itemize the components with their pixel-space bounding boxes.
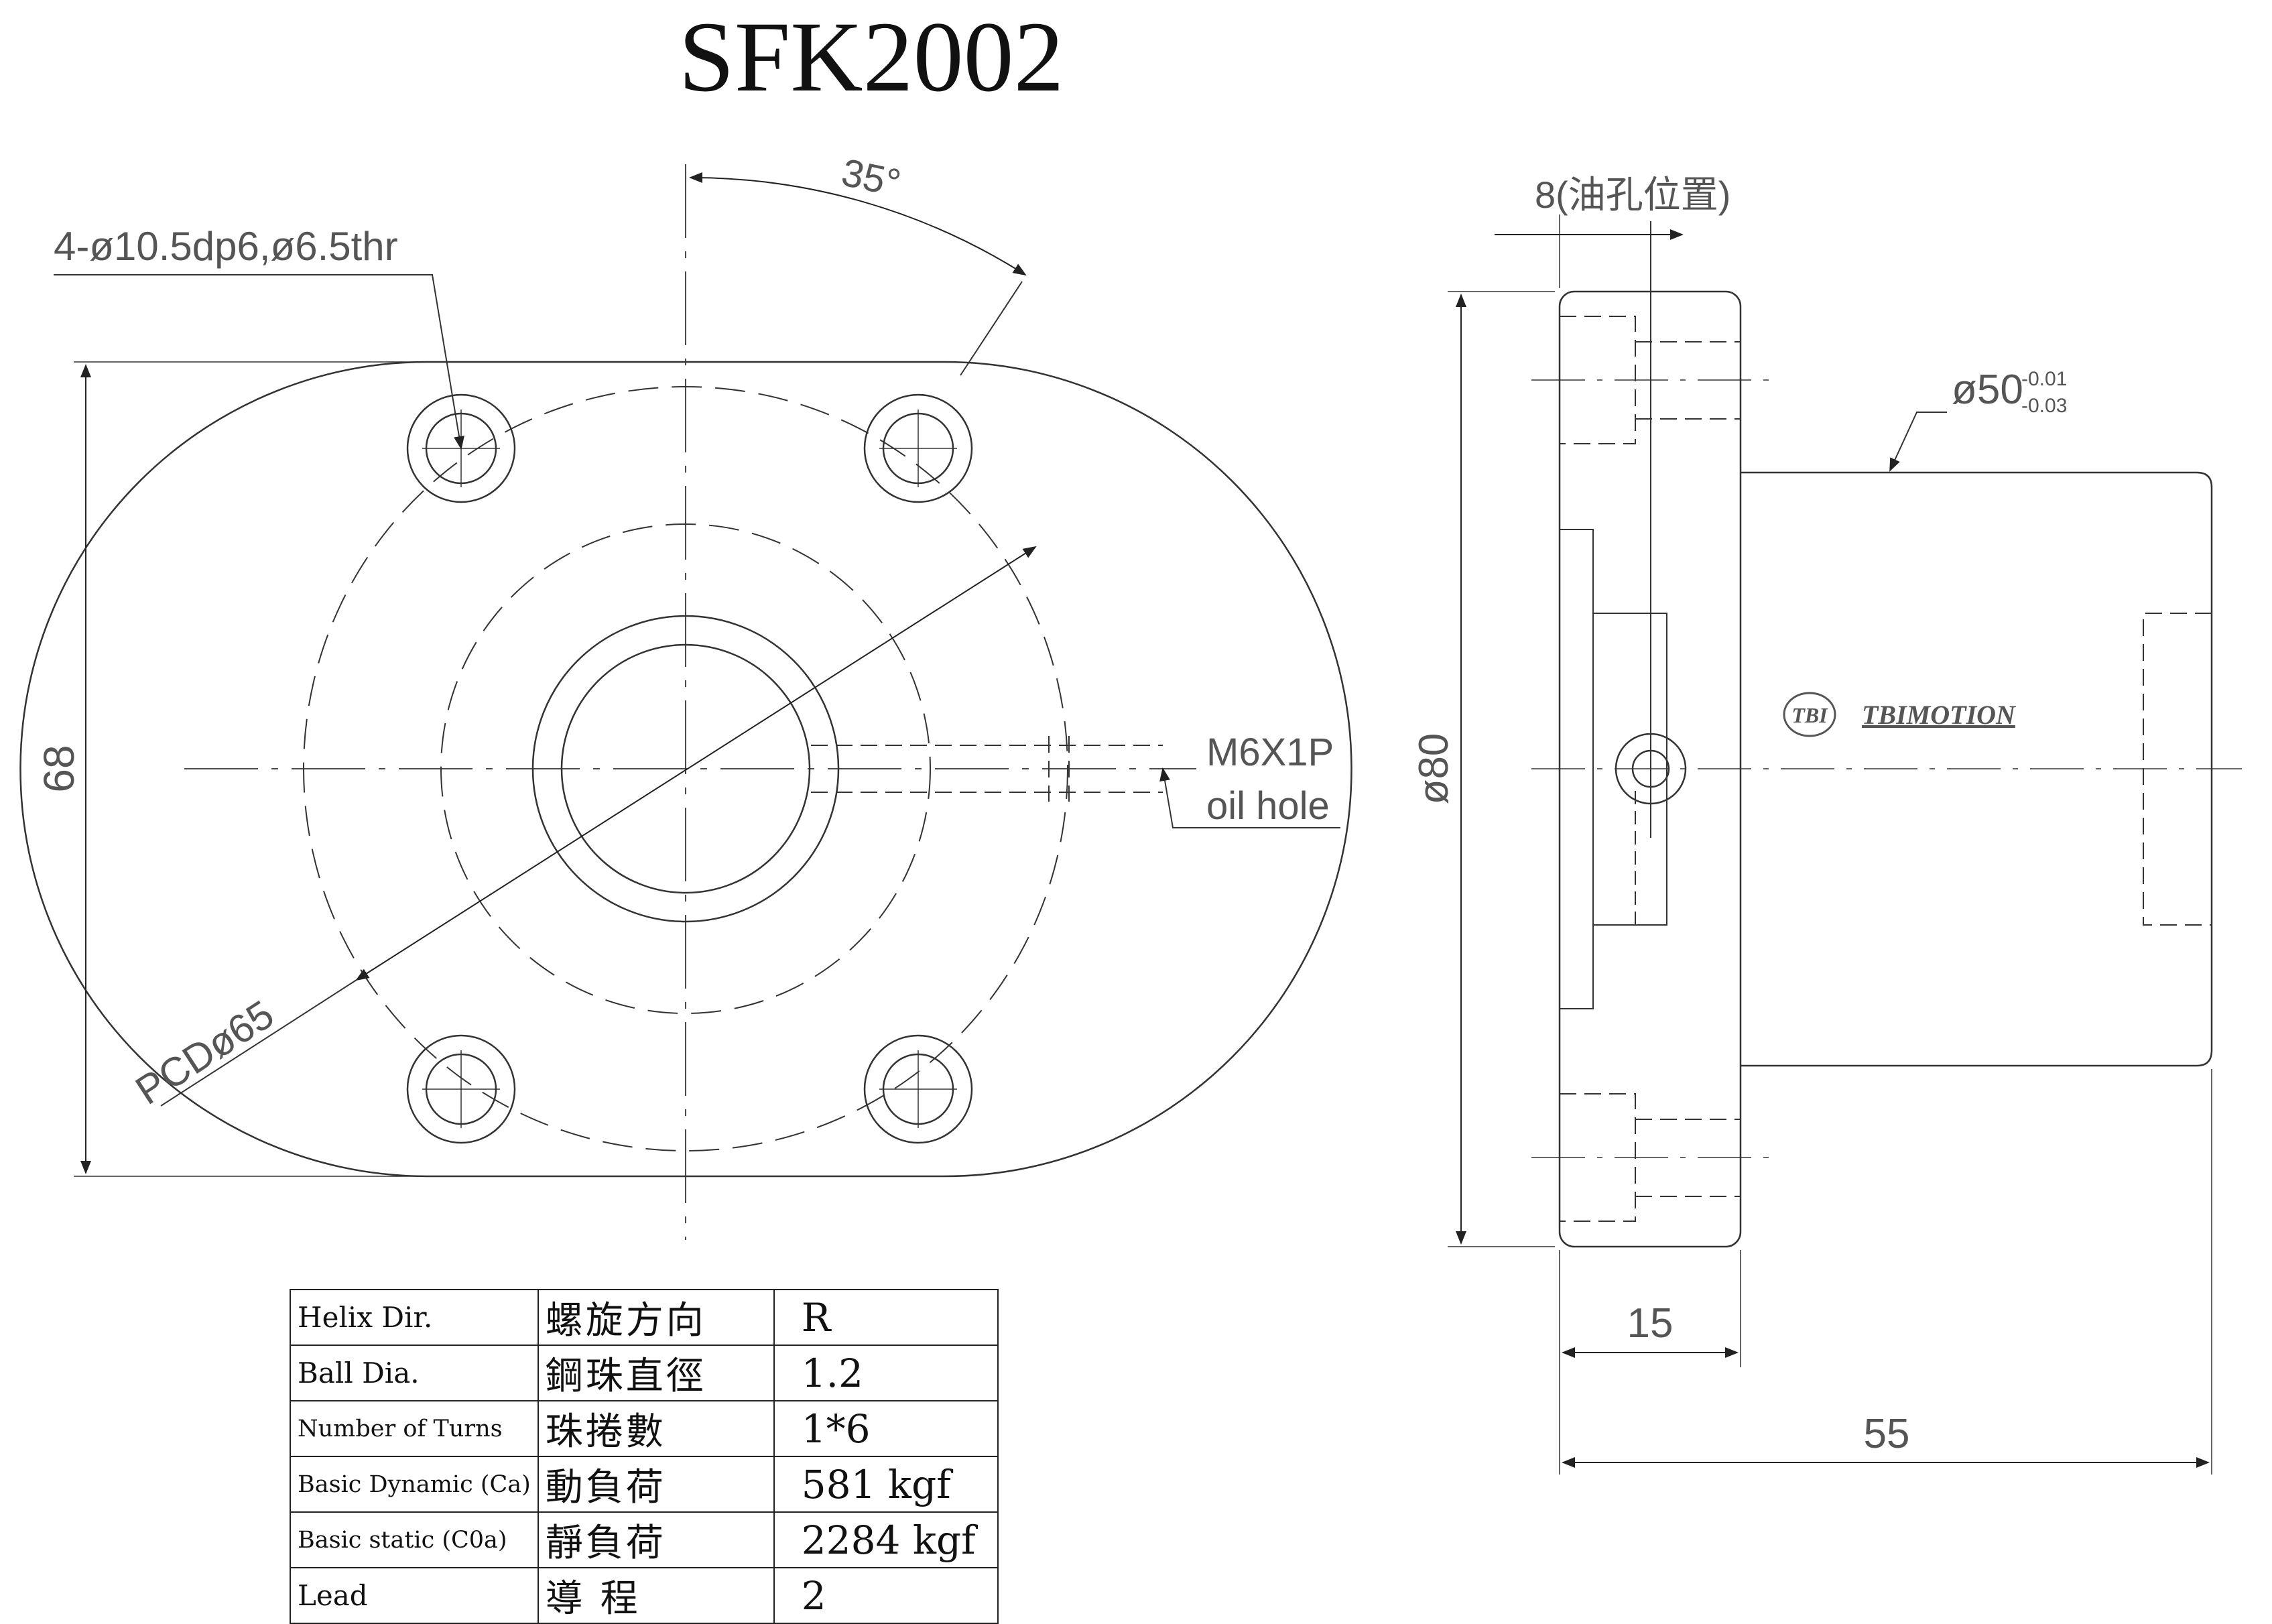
brand-logo-ring [1783, 692, 1836, 737]
angle-arc [689, 172, 1027, 276]
hole-callout-text: 4-ø10.5dp6,ø6.5thr [54, 224, 398, 269]
length-label: 55 [1864, 1411, 1910, 1457]
hole-callout-leader [54, 274, 464, 450]
spec-value: R [773, 1289, 999, 1346]
technical-drawing: SFK2002 [19, 1, 2242, 1475]
spec-value: 1*6 [773, 1400, 999, 1457]
spec-label-zh: 鋼珠直徑 [537, 1345, 775, 1401]
brand-logo: TBI TBIMOTION [1783, 692, 2017, 737]
oil-hole-leader [1159, 767, 1340, 828]
spec-label-zh: 靜負荷 [537, 1511, 775, 1568]
pcd-label: PCDø65 [128, 991, 281, 1113]
height-label: 68 [35, 745, 83, 792]
drawing-title: SFK2002 [678, 1, 1064, 113]
front-view [19, 164, 1352, 1240]
oil-hole-circle [1615, 733, 1687, 805]
spec-value: 581 kgf [773, 1456, 999, 1513]
spec-value: 2 [773, 1567, 999, 1624]
brand-name-text: TBIMOTION [1862, 700, 2017, 730]
spec-value: 1.2 [773, 1345, 999, 1401]
spec-label-en: Basic Dynamic (Ca) [290, 1456, 539, 1513]
side-view [1448, 214, 2242, 1475]
spec-label-en: Ball Dia. [290, 1345, 539, 1401]
tolerance-upper: -0.01 [2021, 368, 2067, 390]
oil-hole-line1: M6X1P [1206, 731, 1334, 774]
flange-dia-label: ø80 [1411, 733, 1457, 805]
oil-hole-line2: oil hole [1206, 784, 1330, 828]
pcd-dimension-line [355, 546, 1037, 981]
flange-width-label: 15 [1627, 1300, 1674, 1347]
flange-outline [19, 361, 1352, 1178]
oil-position-label: 8(油孔位置) [1535, 174, 1730, 216]
side-centerlines [1531, 379, 2242, 1158]
spec-label-en: Basic static (C0a) [290, 1511, 539, 1568]
pcd-leader [160, 979, 357, 1107]
spec-label-en: Lead [290, 1567, 539, 1624]
spec-label-zh: 珠捲數 [537, 1400, 775, 1457]
spec-label-zh: 動負荷 [537, 1456, 775, 1513]
spec-label-en: Helix Dir. [290, 1289, 539, 1346]
spec-label-en: Number of Turns [290, 1400, 539, 1457]
spec-label-zh: 導 程 [537, 1567, 775, 1624]
body-dia-label: ø50 [1952, 367, 2023, 413]
brand-badge-text: TBI [1791, 703, 1828, 727]
angle-reference-line [960, 281, 1023, 376]
spec-value: 2284 kgf [773, 1511, 999, 1568]
body-dia-leader [1889, 412, 1947, 472]
spec-label-zh: 螺旋方向 [537, 1289, 775, 1346]
tolerance-lower: -0.03 [2021, 395, 2067, 417]
hole-centerlines [422, 410, 957, 1128]
